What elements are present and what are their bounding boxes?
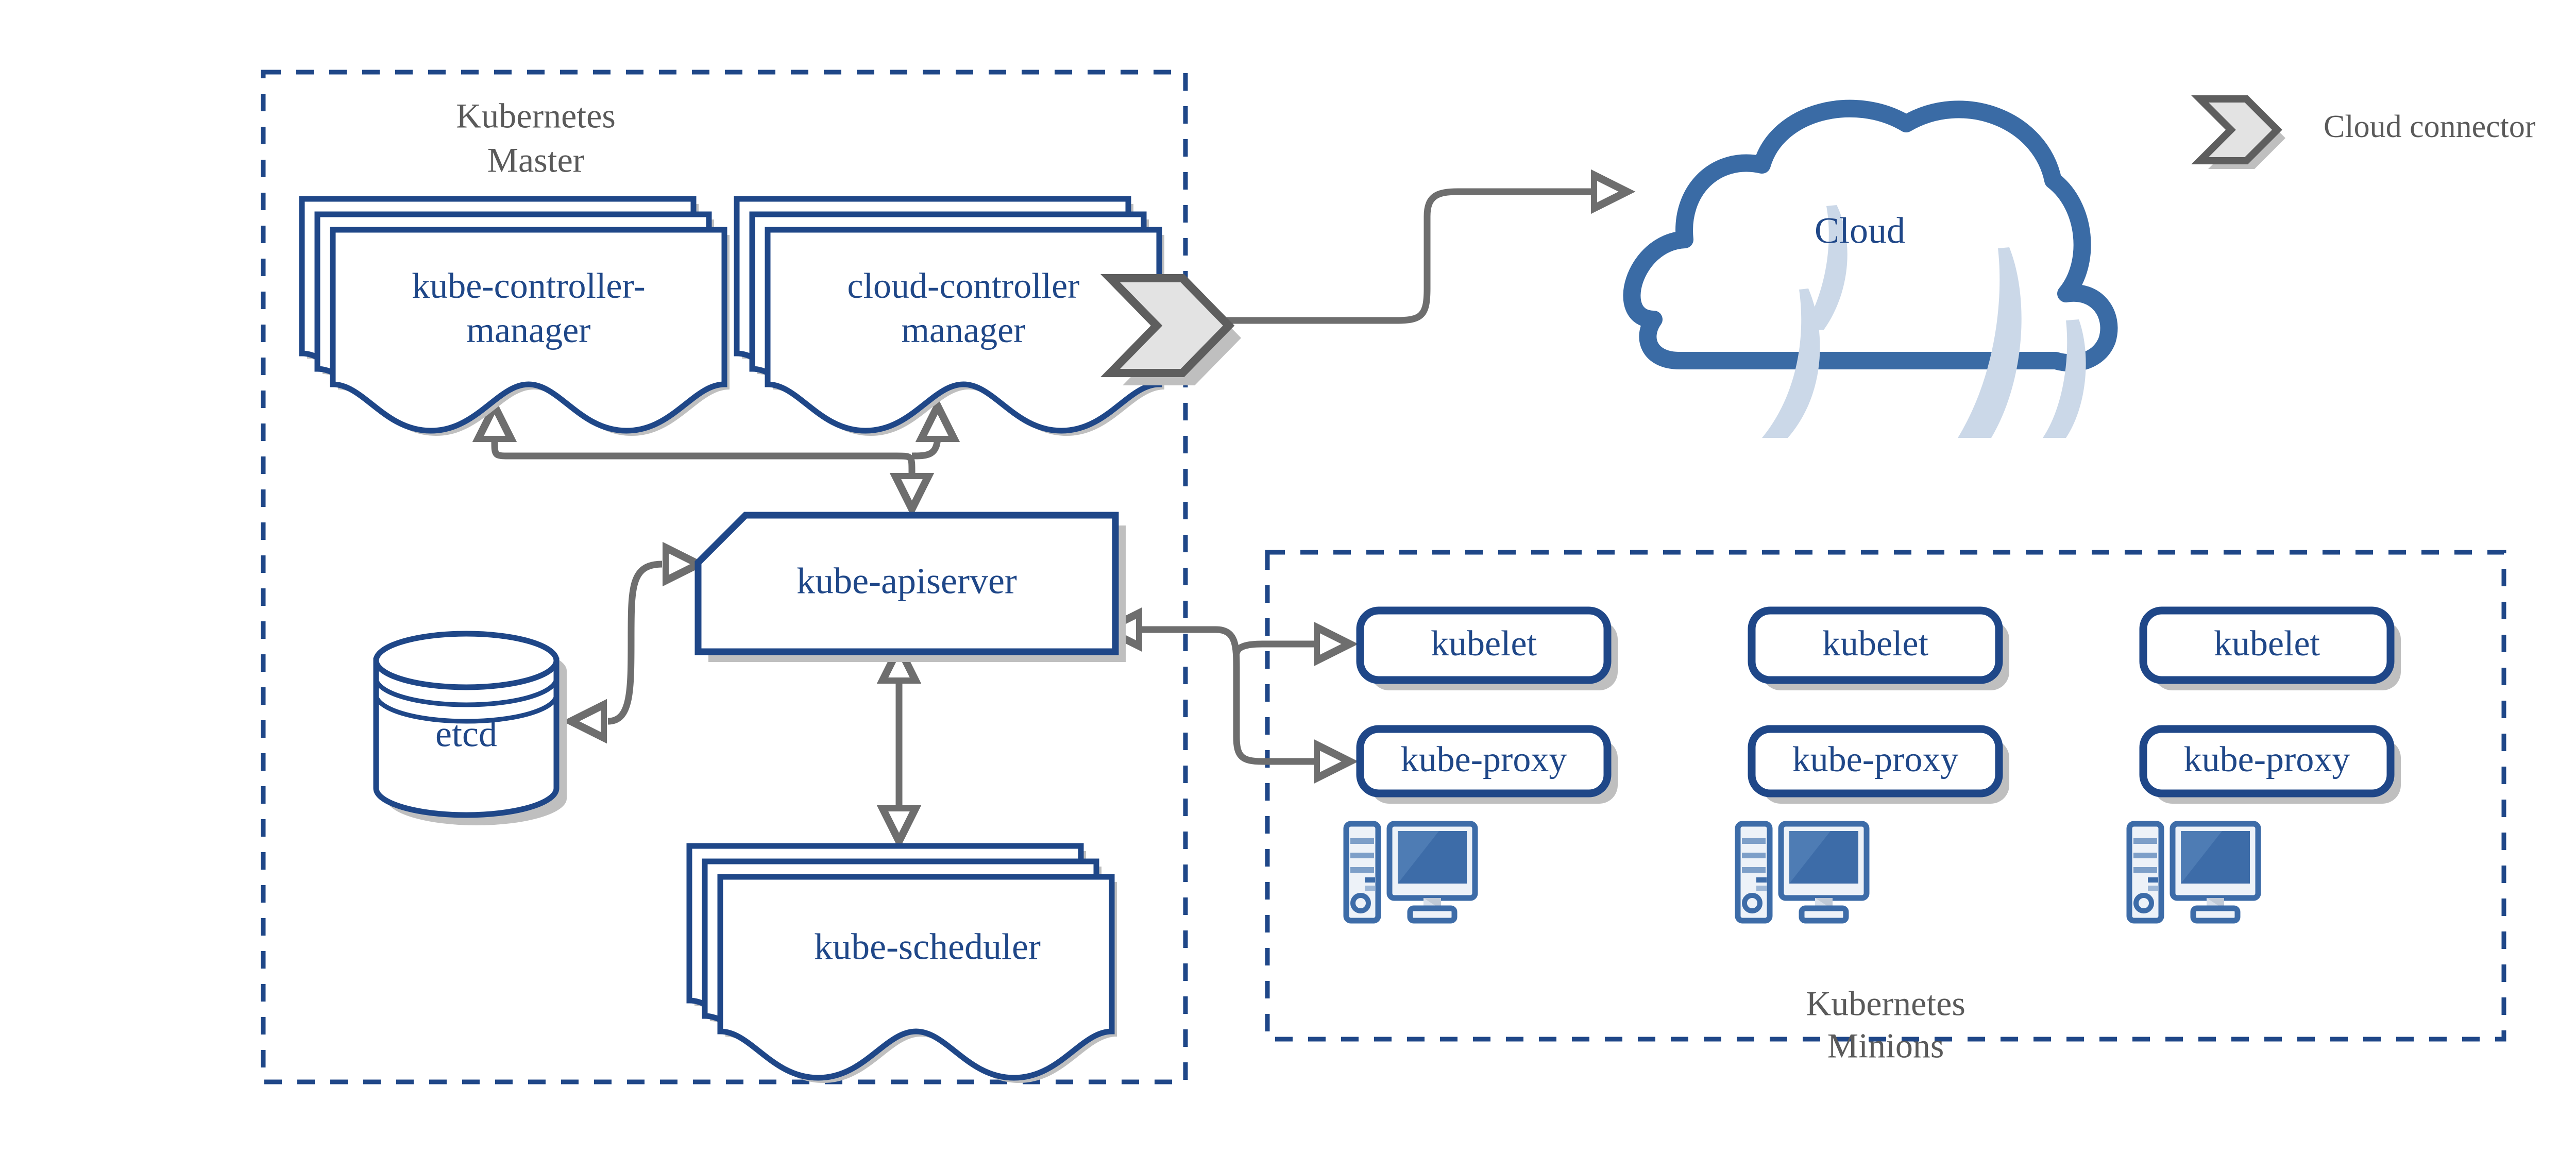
minion-1-kubelet-label: kubelet (1431, 624, 1537, 664)
cloud-connector-icon (1100, 274, 1241, 385)
arrow-apiserver-etcd (607, 561, 663, 725)
minion-3-kubelet[interactable]: kubelet (2139, 606, 2401, 690)
minion-3-kube-proxy[interactable]: kube-proxy (2139, 725, 2401, 804)
etcd-label: etcd (435, 714, 497, 755)
kube-apiserver-label: kube-apiserver (796, 561, 1017, 602)
minion-2-kubelet-label: kubelet (1822, 624, 1929, 664)
node-kube-scheduler[interactable]: kube-scheduler (689, 846, 1117, 1083)
legend-cloud-connector-icon (2191, 95, 2285, 169)
minions-zone-label-line2: Minions (1827, 1026, 1944, 1065)
arrow-minions-to-apiserver (1136, 626, 1319, 765)
minion-2-kube-proxy-label: kube-proxy (1792, 740, 1959, 779)
legend: Cloud connector (2191, 95, 2536, 169)
minion-3-kubelet-label: kubelet (2214, 624, 2320, 664)
kube-controller-manager-label-line2: manager (467, 311, 591, 350)
master-zone-label-line2: Master (487, 141, 585, 180)
node-cloud[interactable]: Cloud (1623, 99, 2118, 438)
arrow-connector-to-cloud (1220, 188, 1592, 324)
minion-2: kubelet kube-proxy (1738, 606, 2009, 921)
cloud-controller-manager-label-line2: manager (902, 311, 1026, 350)
minion-1-kube-proxy-label: kube-proxy (1401, 740, 1567, 779)
minion-1-kube-proxy[interactable]: kube-proxy (1356, 725, 1618, 804)
minion-2-kube-proxy[interactable]: kube-proxy (1748, 725, 2009, 804)
minion-2-kubelet[interactable]: kubelet (1748, 606, 2009, 690)
master-zone-border (261, 70, 1188, 1084)
node-cloud-controller-manager[interactable]: cloud-controller manager (737, 199, 1164, 436)
minion-1-computer-icon (1346, 824, 1475, 921)
minion-1: kubelet kube-proxy (1346, 606, 1618, 921)
minions-zone-border (1265, 550, 2506, 1042)
minion-2-computer-icon (1738, 824, 1867, 921)
minions-zone-label-line1: Kubernetes (1806, 984, 1965, 1023)
minion-3-kube-proxy-label: kube-proxy (2184, 740, 2350, 779)
minion-3-computer-icon (2129, 824, 2258, 921)
legend-cloud-connector-label: Cloud connector (2324, 109, 2536, 144)
cloud-outline (1623, 99, 2118, 372)
minion-1-kubelet[interactable]: kubelet (1356, 606, 1618, 690)
node-kube-controller-manager[interactable]: kube-controller- manager (302, 199, 730, 436)
kube-controller-manager-label-line1: kube-controller- (412, 266, 645, 306)
minion-3: kubelet kube-proxy (2129, 606, 2401, 921)
kube-scheduler-label: kube-scheduler (814, 926, 1041, 968)
master-zone-label-line1: Kubernetes (456, 96, 616, 135)
node-kube-apiserver[interactable]: kube-apiserver (694, 512, 1126, 662)
cloud-label: Cloud (1815, 210, 1905, 251)
cloud-controller-manager-label-line1: cloud-controller (848, 266, 1080, 306)
node-etcd[interactable]: etcd (373, 631, 567, 825)
